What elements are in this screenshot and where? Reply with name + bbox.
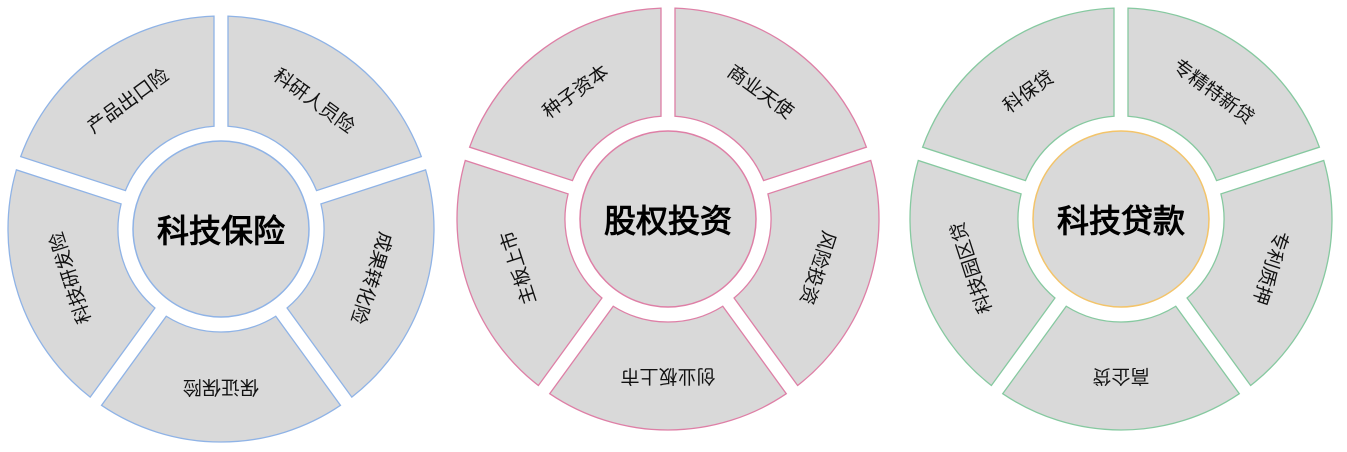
segment-label: 高企贷 xyxy=(1092,365,1149,387)
ring-segment: 科研人员险 xyxy=(227,15,423,192)
center-circle xyxy=(579,130,757,308)
ring-segment: 专精特新贷 xyxy=(1127,7,1321,182)
ring-segment: 成果转化险 xyxy=(286,169,435,399)
segment-shape xyxy=(548,305,788,431)
ring-segment: 科技园区贷 xyxy=(909,159,1056,387)
center-title: 科技贷款 xyxy=(1057,202,1185,240)
ring-segment: 专利质押 xyxy=(1186,159,1333,387)
ring-segment: 科技研发险 xyxy=(7,169,156,399)
center-circle xyxy=(1032,130,1210,308)
segment-shape xyxy=(100,315,342,443)
ring-segment: 主板上市 xyxy=(456,159,603,387)
ring-segment: 种子资本 xyxy=(468,7,662,182)
segment-shape xyxy=(1186,159,1333,387)
segment-shape xyxy=(7,169,156,399)
center-circle xyxy=(132,140,310,318)
segment-label: 创业板上市 xyxy=(620,365,715,387)
center-title: 科技保险 xyxy=(157,212,286,250)
segment-shape xyxy=(733,159,880,387)
segment-shape xyxy=(674,7,868,182)
segment-label: 保证保险 xyxy=(183,376,259,398)
ring-segment: 保证保险 xyxy=(100,315,342,443)
ring-segment: 商业天使 xyxy=(674,7,868,182)
segment-shape xyxy=(1001,305,1241,431)
segment-shape xyxy=(909,159,1056,387)
segment-shape xyxy=(456,159,603,387)
segment-shape xyxy=(227,15,423,192)
center-title: 股权投资 xyxy=(604,202,732,240)
segment-shape xyxy=(921,7,1115,182)
segment-shape xyxy=(468,7,662,182)
ring-segment: 产品出口险 xyxy=(19,15,215,192)
segment-shape xyxy=(286,169,435,399)
ring-segment: 高企贷 xyxy=(1001,305,1241,431)
ring-segment: 创业板上市 xyxy=(548,305,788,431)
ring-segment: 科保贷 xyxy=(921,7,1115,182)
segment-shape xyxy=(1127,7,1321,182)
ring-segment: 风险投资 xyxy=(733,159,880,387)
segment-shape xyxy=(19,15,215,192)
